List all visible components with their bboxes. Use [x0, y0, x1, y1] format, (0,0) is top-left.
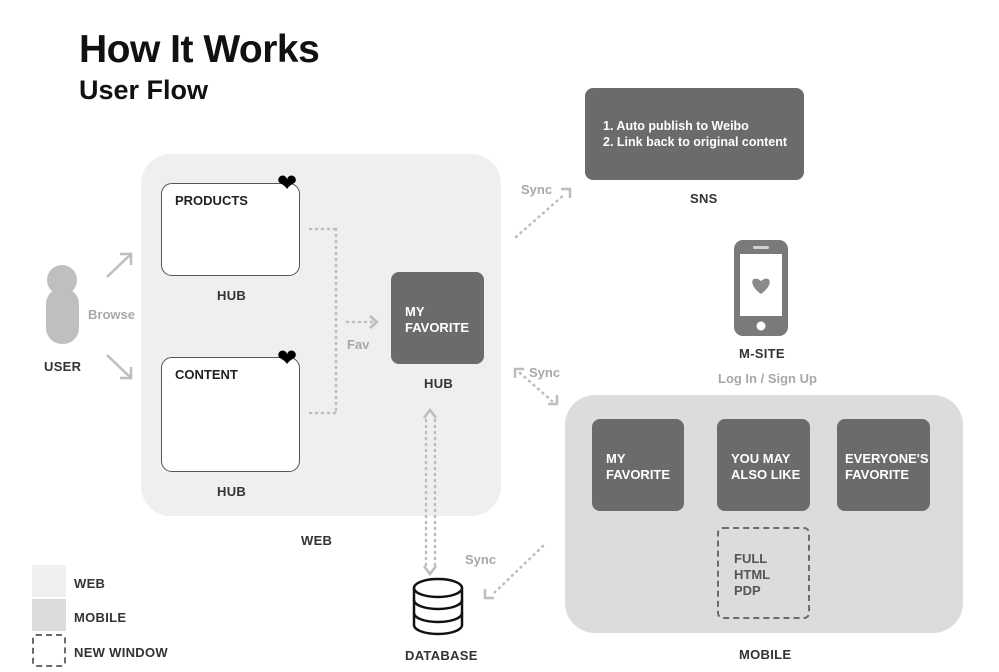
heart-icon[interactable]: ❤	[277, 345, 298, 372]
page-title: How It Works	[79, 28, 320, 71]
sns-label: SNS	[690, 191, 718, 206]
mobile-database-connector	[483, 544, 545, 600]
sns-line2: 2. Link back to original content	[603, 135, 788, 149]
user-label: USER	[44, 359, 82, 374]
full-pdp-line2: HTML	[734, 567, 771, 582]
my-favorite-hub-label: HUB	[424, 376, 454, 391]
heart-icon[interactable]: ❤	[277, 170, 298, 197]
fav-label: Fav	[347, 337, 370, 352]
sns-sync-label: Sync	[521, 182, 553, 197]
mobile-region-label: MOBILE	[739, 647, 792, 662]
legend-mobile-label: MOBILE	[74, 610, 127, 625]
products-card-title: PRODUCTS	[175, 193, 248, 208]
everyones-favorite-line1: EVERYONE'S	[845, 451, 929, 466]
legend-new-window-swatch	[32, 634, 66, 667]
content-hub-label: HUB	[217, 484, 247, 499]
web-my-favorite-line2: FAVORITE	[405, 320, 470, 335]
full-pdp-line3: PDP	[734, 583, 761, 598]
legend-new-window-label: NEW WINDOW	[74, 645, 168, 660]
legend-mobile-swatch	[32, 599, 66, 631]
you-may-also-like-line2: ALSO LIKE	[731, 467, 801, 482]
msite-sync-label: Sync	[529, 365, 561, 380]
phone-icon	[734, 240, 788, 336]
legend-web-label: WEB	[74, 576, 106, 591]
sns-sync-connector	[514, 187, 572, 239]
sns-line1: 1. Auto publish to Weibo	[603, 119, 749, 133]
content-card-title: CONTENT	[175, 367, 238, 382]
database-sync-connector	[423, 407, 437, 577]
sns-box: 1. Auto publish to Weibo 2. Link back to…	[585, 88, 804, 180]
fav-connector	[308, 227, 374, 415]
mobile-my-favorite-line1: MY	[606, 451, 626, 466]
everyones-favorite-box[interactable]: EVERYONE'S FAVORITE	[837, 419, 930, 511]
web-my-favorite-box[interactable]: MY FAVORITE	[391, 272, 484, 364]
page-subtitle: User Flow	[79, 75, 209, 105]
database-sync-label: Sync	[465, 552, 497, 567]
content-card[interactable]: CONTENT	[161, 357, 300, 472]
products-hub-label: HUB	[217, 288, 247, 303]
user-icon	[46, 265, 79, 344]
legend-web-swatch	[32, 565, 66, 597]
web-region-label: WEB	[301, 533, 333, 548]
full-pdp-window[interactable]: FULL HTML PDP	[717, 527, 810, 619]
full-pdp-line1: FULL	[734, 551, 768, 566]
products-card[interactable]: PRODUCTS	[161, 183, 300, 276]
mobile-my-favorite-line2: FAVORITE	[606, 467, 671, 482]
everyones-favorite-line2: FAVORITE	[845, 467, 910, 482]
mobile-my-favorite-box[interactable]: MY FAVORITE	[592, 419, 684, 511]
browse-arrows	[106, 252, 133, 380]
browse-label: Browse	[88, 307, 135, 322]
mobile-sync-connector	[513, 367, 559, 406]
you-may-also-like-box[interactable]: YOU MAY ALSO LIKE	[717, 419, 810, 511]
msite-sublabel[interactable]: Log In / Sign Up	[718, 371, 817, 386]
web-my-favorite-line1: MY	[405, 304, 425, 319]
msite-label: M-SITE	[739, 346, 785, 361]
you-may-also-like-line1: YOU MAY	[731, 451, 791, 466]
database-icon	[412, 577, 464, 636]
fav-arrow-head	[369, 315, 379, 329]
database-label: DATABASE	[405, 648, 478, 663]
